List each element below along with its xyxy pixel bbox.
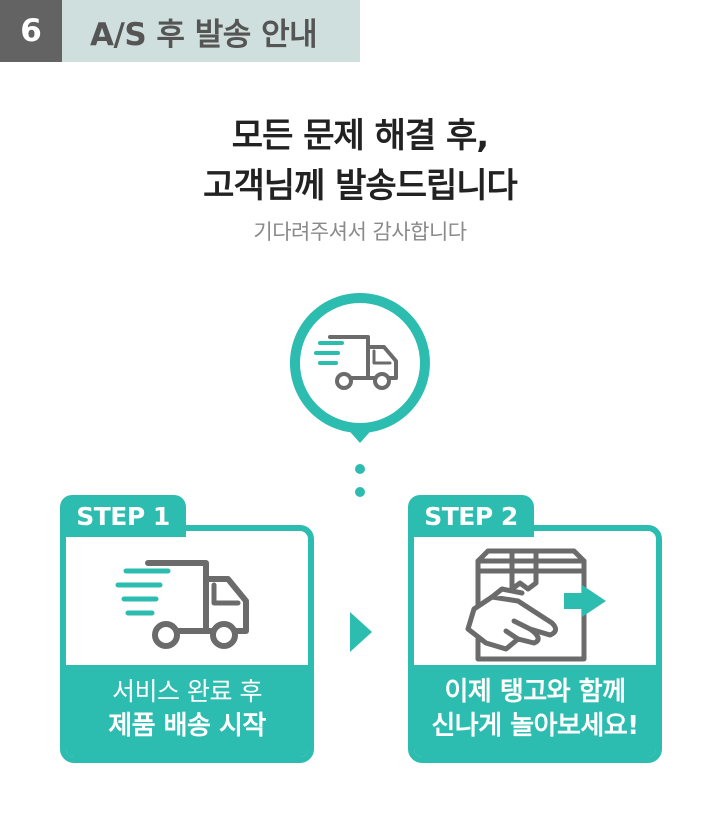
section-title: A/S 후 발송 안내: [62, 0, 360, 62]
subline: 기다려주셔서 감사합니다: [253, 220, 467, 244]
step-2-frame: 이제 탱고와 함께 신나게 놀아보세요!: [408, 525, 662, 763]
delivery-truck-icon: [314, 335, 398, 390]
section-number: 6: [0, 0, 62, 62]
connector-dot: [355, 464, 365, 474]
box-hands-icon: [465, 548, 606, 662]
triangle-right-icon: [350, 612, 372, 652]
step-2-caption-line-1: 이제 탱고와 함께: [444, 677, 626, 707]
step-2-card: 이제 탱고와 함께 신나게 놀아보세요! STEP 2: [408, 495, 662, 763]
pin-marker: [289, 293, 430, 443]
step-1-frame: 서비스 완료 후 제품 배송 시작: [60, 525, 314, 763]
headline-line-2: 고객님께 발송드립니다: [203, 166, 518, 206]
step-1-caption-line-2: 제품 배송 시작: [108, 711, 266, 741]
step-1-caption: 서비스 완료 후 제품 배송 시작: [66, 665, 308, 757]
step-1-caption-line-1: 서비스 완료 후: [112, 677, 262, 706]
step-1-card: 서비스 완료 후 제품 배송 시작 STEP 1: [60, 495, 314, 763]
headline-line-1: 모든 문제 해결 후,: [231, 116, 489, 156]
delivery-truck-icon: [115, 560, 249, 649]
step-2-caption-line-2: 신나게 놀아보세요!: [431, 711, 639, 741]
step-2-label: STEP 2: [408, 495, 534, 537]
connector-dot: [355, 487, 365, 497]
step-1-label: STEP 1: [60, 495, 186, 537]
section-header: 6 A/S 후 발송 안내: [0, 0, 360, 62]
step-2-caption: 이제 탱고와 함께 신나게 놀아보세요!: [414, 665, 656, 757]
